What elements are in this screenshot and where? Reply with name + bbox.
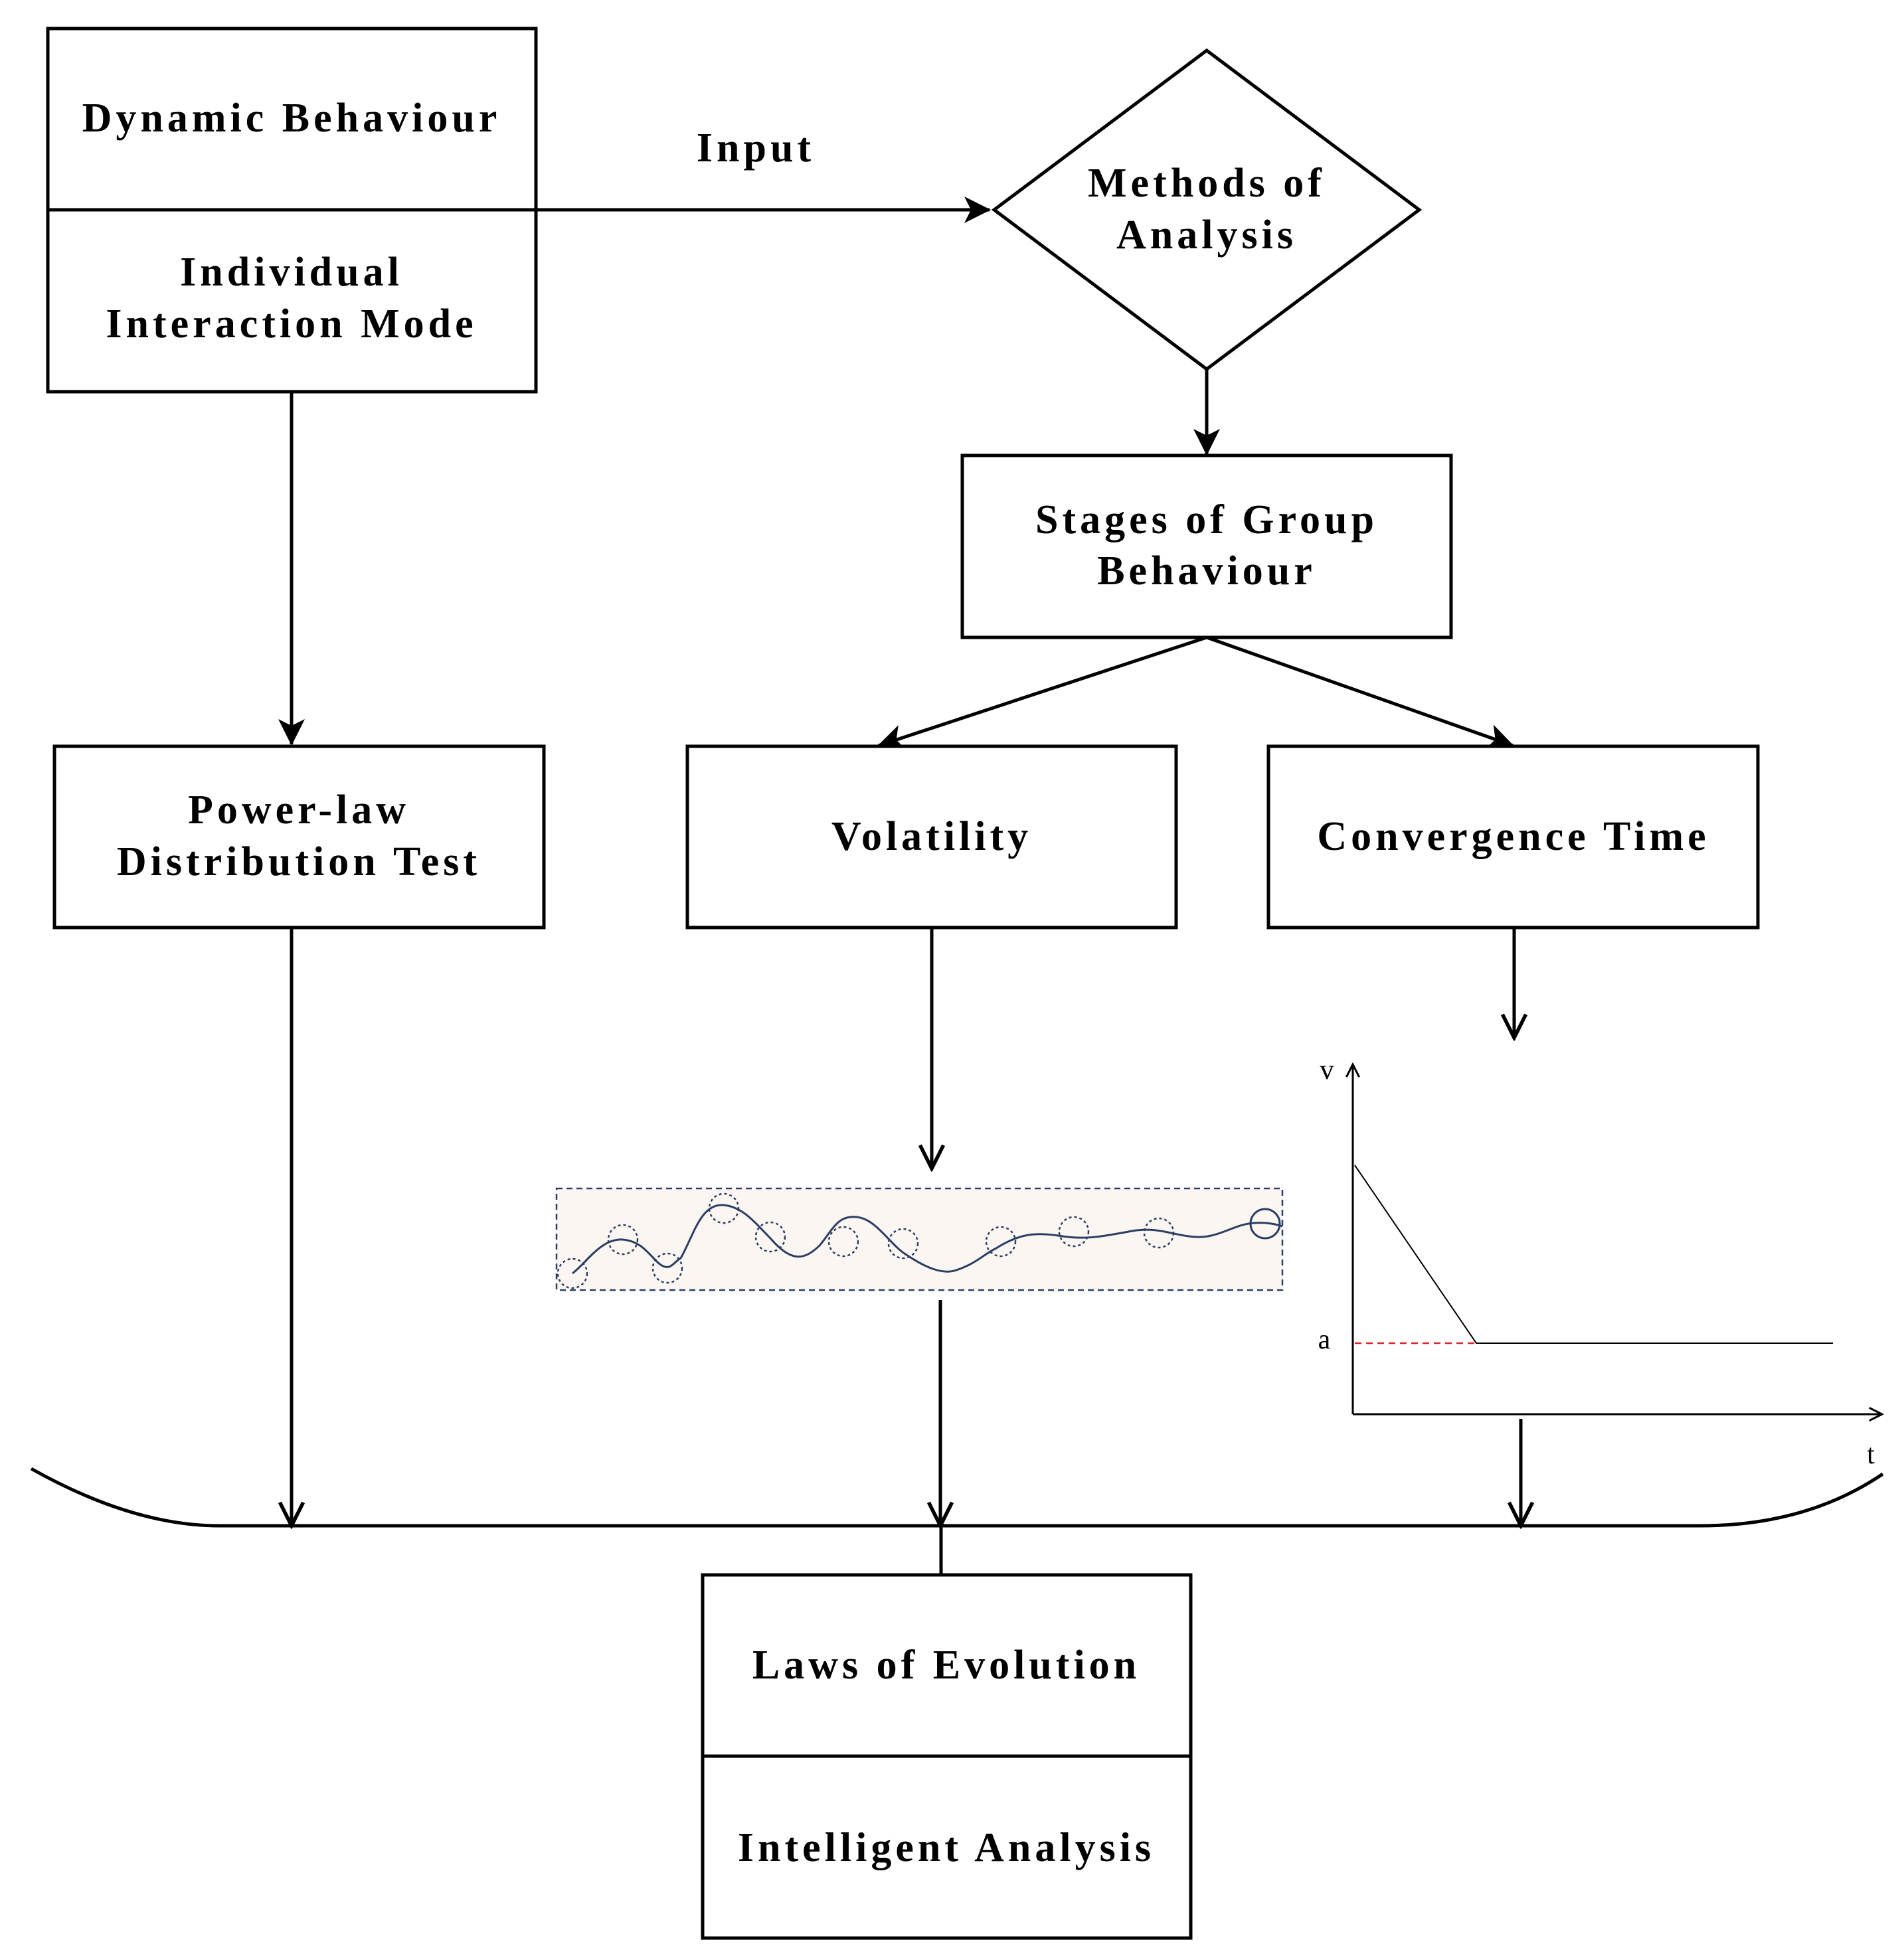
dynamic-behaviour-label: Dynamic Behaviour	[82, 96, 501, 141]
convergence-label: Convergence Time	[1317, 814, 1709, 859]
intelligent-analysis-node: Intelligent Analysis	[701, 1754, 1193, 1940]
volatility-plot	[555, 1187, 1284, 1291]
individual-interaction-label-line1: Individual	[180, 250, 403, 295]
y-axis-label: v	[1320, 1055, 1334, 1086]
individual-interaction-label-line2: Interaction Mode	[106, 301, 477, 347]
powerlaw-label-line1: Power-law	[188, 787, 410, 833]
volatility-marker	[651, 1252, 683, 1284]
powerlaw-label-line2: Distribution Test	[117, 839, 481, 884]
volatility-marker	[1143, 1217, 1175, 1249]
volatility-marker	[754, 1221, 786, 1253]
volatility-markers	[557, 1192, 1281, 1289]
volatility-marker	[1058, 1216, 1090, 1248]
intelligent-label: Intelligent Analysis	[738, 1825, 1155, 1870]
input-label: Input	[697, 125, 815, 171]
laws-label: Laws of Evolution	[752, 1643, 1140, 1688]
volatility-marker	[887, 1228, 919, 1260]
volatility-node: Volatility	[685, 744, 1178, 930]
volatility-marker	[607, 1224, 639, 1256]
stages-label-line1: Stages of Group	[1035, 497, 1378, 542]
stages-to-volatility-arrow	[877, 635, 1207, 751]
convergence-time-node: Convergence Time	[1266, 744, 1760, 930]
methods-label-line1: Methods of	[1088, 161, 1326, 206]
x-axis-label: t	[1867, 1439, 1875, 1470]
dynamic-behaviour-node: Dynamic Behaviour	[46, 27, 538, 212]
volatility-marker	[827, 1226, 859, 1258]
stages-of-group-behaviour-node: Stages of Group Behaviour	[960, 453, 1453, 639]
powerlaw-test-node: Power-law Distribution Test	[52, 744, 546, 930]
convergence-plot: v t a	[1318, 1055, 1882, 1470]
threshold-label: a	[1318, 1325, 1331, 1355]
volatility-marker	[985, 1226, 1017, 1258]
volatility-curve	[572, 1204, 1283, 1275]
methods-label-line2: Analysis	[1116, 212, 1297, 258]
stages-to-convergence-arrow	[1206, 635, 1514, 750]
volatility-marker	[557, 1258, 588, 1289]
methods-of-analysis-node: Methods of Analysis	[991, 48, 1423, 372]
convergence-curve	[1354, 1165, 1833, 1344]
laws-of-evolution-node: Laws of Evolution	[701, 1573, 1193, 1758]
collector-bus	[30, 1467, 1884, 1528]
individual-interaction-node: Individual Interaction Mode	[46, 208, 538, 394]
volatility-marker	[708, 1192, 740, 1224]
volatility-label: Volatility	[831, 814, 1032, 859]
stages-label-line2: Behaviour	[1097, 548, 1316, 594]
volatility-marker	[1249, 1208, 1281, 1240]
